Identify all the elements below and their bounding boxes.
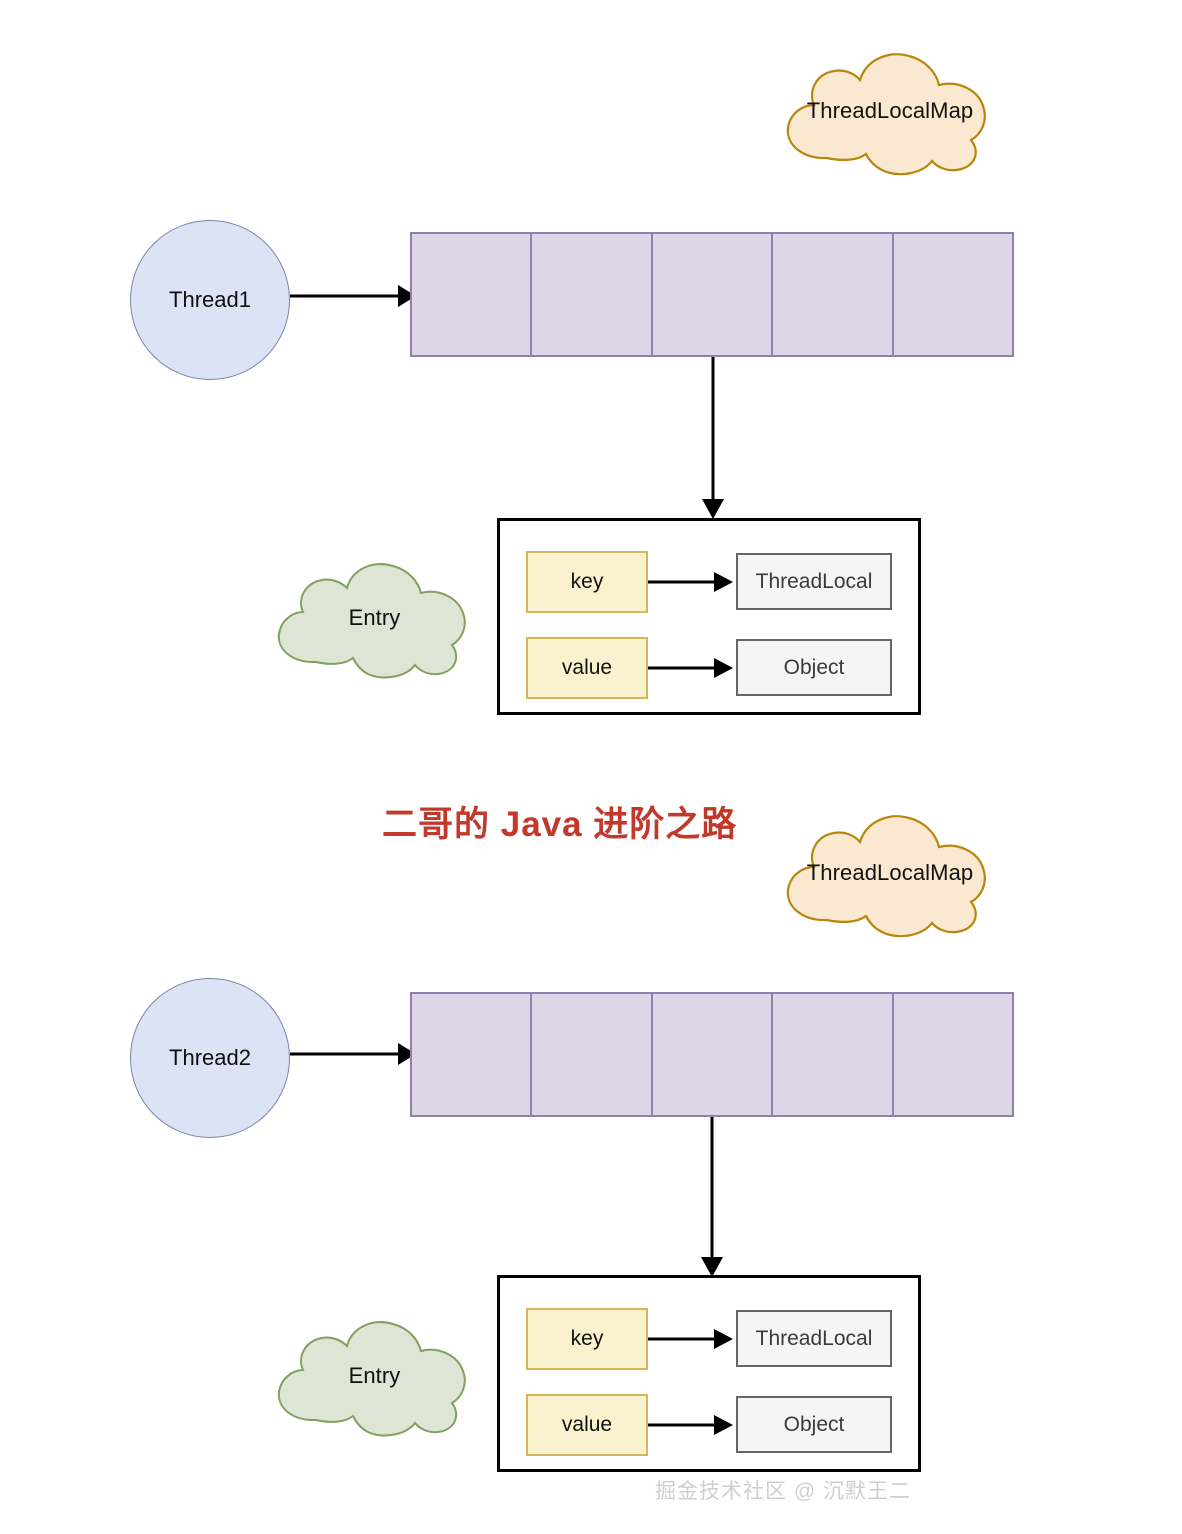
threadlocalmap-cloud-2: ThreadLocalMap [770, 804, 1010, 942]
arrow-entry1-value-to-object [648, 658, 733, 678]
entry-2-value-label: value [561, 1413, 613, 1436]
array-cell [894, 234, 1012, 355]
cloud-shape-icon [786, 815, 986, 938]
threadlocalmap-array-1 [410, 232, 1014, 357]
arrow-thread2-to-array [290, 1043, 416, 1065]
entry-cloud-1: Entry [262, 552, 487, 684]
threadlocalmap-cloud-1: ThreadLocalMap [770, 42, 1010, 180]
cloud-shape-icon [277, 563, 466, 679]
array-cell [773, 994, 894, 1115]
entry-1-value-target-label: Object [783, 655, 845, 679]
array-cell [412, 994, 533, 1115]
array-cell [532, 234, 653, 355]
entry-1-value-box: value [526, 637, 648, 699]
thread-circle-1-label: Thread1 [169, 287, 251, 312]
entry-1-value-target-box: Object [736, 639, 892, 696]
entry-2-value-target-box: Object [736, 1396, 892, 1453]
array-cell [532, 994, 653, 1115]
entry-cloud-2: Entry [262, 1310, 487, 1442]
arrow-entry2-value-to-object [648, 1415, 733, 1435]
page-title: 二哥的 Java 进阶之路 [382, 805, 738, 844]
arrow-array2-to-entry [701, 1117, 723, 1277]
entry-1-key-target-label: ThreadLocal [755, 569, 873, 593]
thread-circle-1: Thread1 [130, 220, 290, 380]
thread-circle-2-label: Thread2 [169, 1045, 251, 1070]
array-cell [653, 994, 774, 1115]
watermark: 掘金技术社区 @ 沉默王二 [655, 1480, 911, 1503]
entry-1-value-label: value [561, 656, 613, 679]
cloud-shape-icon [277, 1321, 466, 1437]
entry-1-key-target-box: ThreadLocal [736, 553, 892, 610]
threadlocalmap-array-2 [410, 992, 1014, 1117]
entry-2-key-target-label: ThreadLocal [755, 1326, 873, 1350]
entry-2-key-label: key [570, 1327, 604, 1350]
entry-1-key-label: key [570, 570, 604, 593]
array-cell [653, 234, 774, 355]
array-cell [773, 234, 894, 355]
arrow-entry2-key-to-threadlocal [648, 1329, 733, 1349]
entry-1-key-box: key [526, 551, 648, 613]
arrow-thread1-to-array [290, 285, 416, 307]
arrow-array1-to-entry [702, 357, 724, 519]
entry-2-value-box: value [526, 1394, 648, 1456]
entry-2-value-target-label: Object [783, 1412, 845, 1436]
array-cell [894, 994, 1012, 1115]
array-cell [412, 234, 533, 355]
arrow-entry1-key-to-threadlocal [648, 572, 733, 592]
entry-2-key-target-box: ThreadLocal [736, 1310, 892, 1367]
cloud-shape-icon [786, 53, 986, 176]
thread-circle-2: Thread2 [130, 978, 290, 1138]
entry-2-key-box: key [526, 1308, 648, 1370]
